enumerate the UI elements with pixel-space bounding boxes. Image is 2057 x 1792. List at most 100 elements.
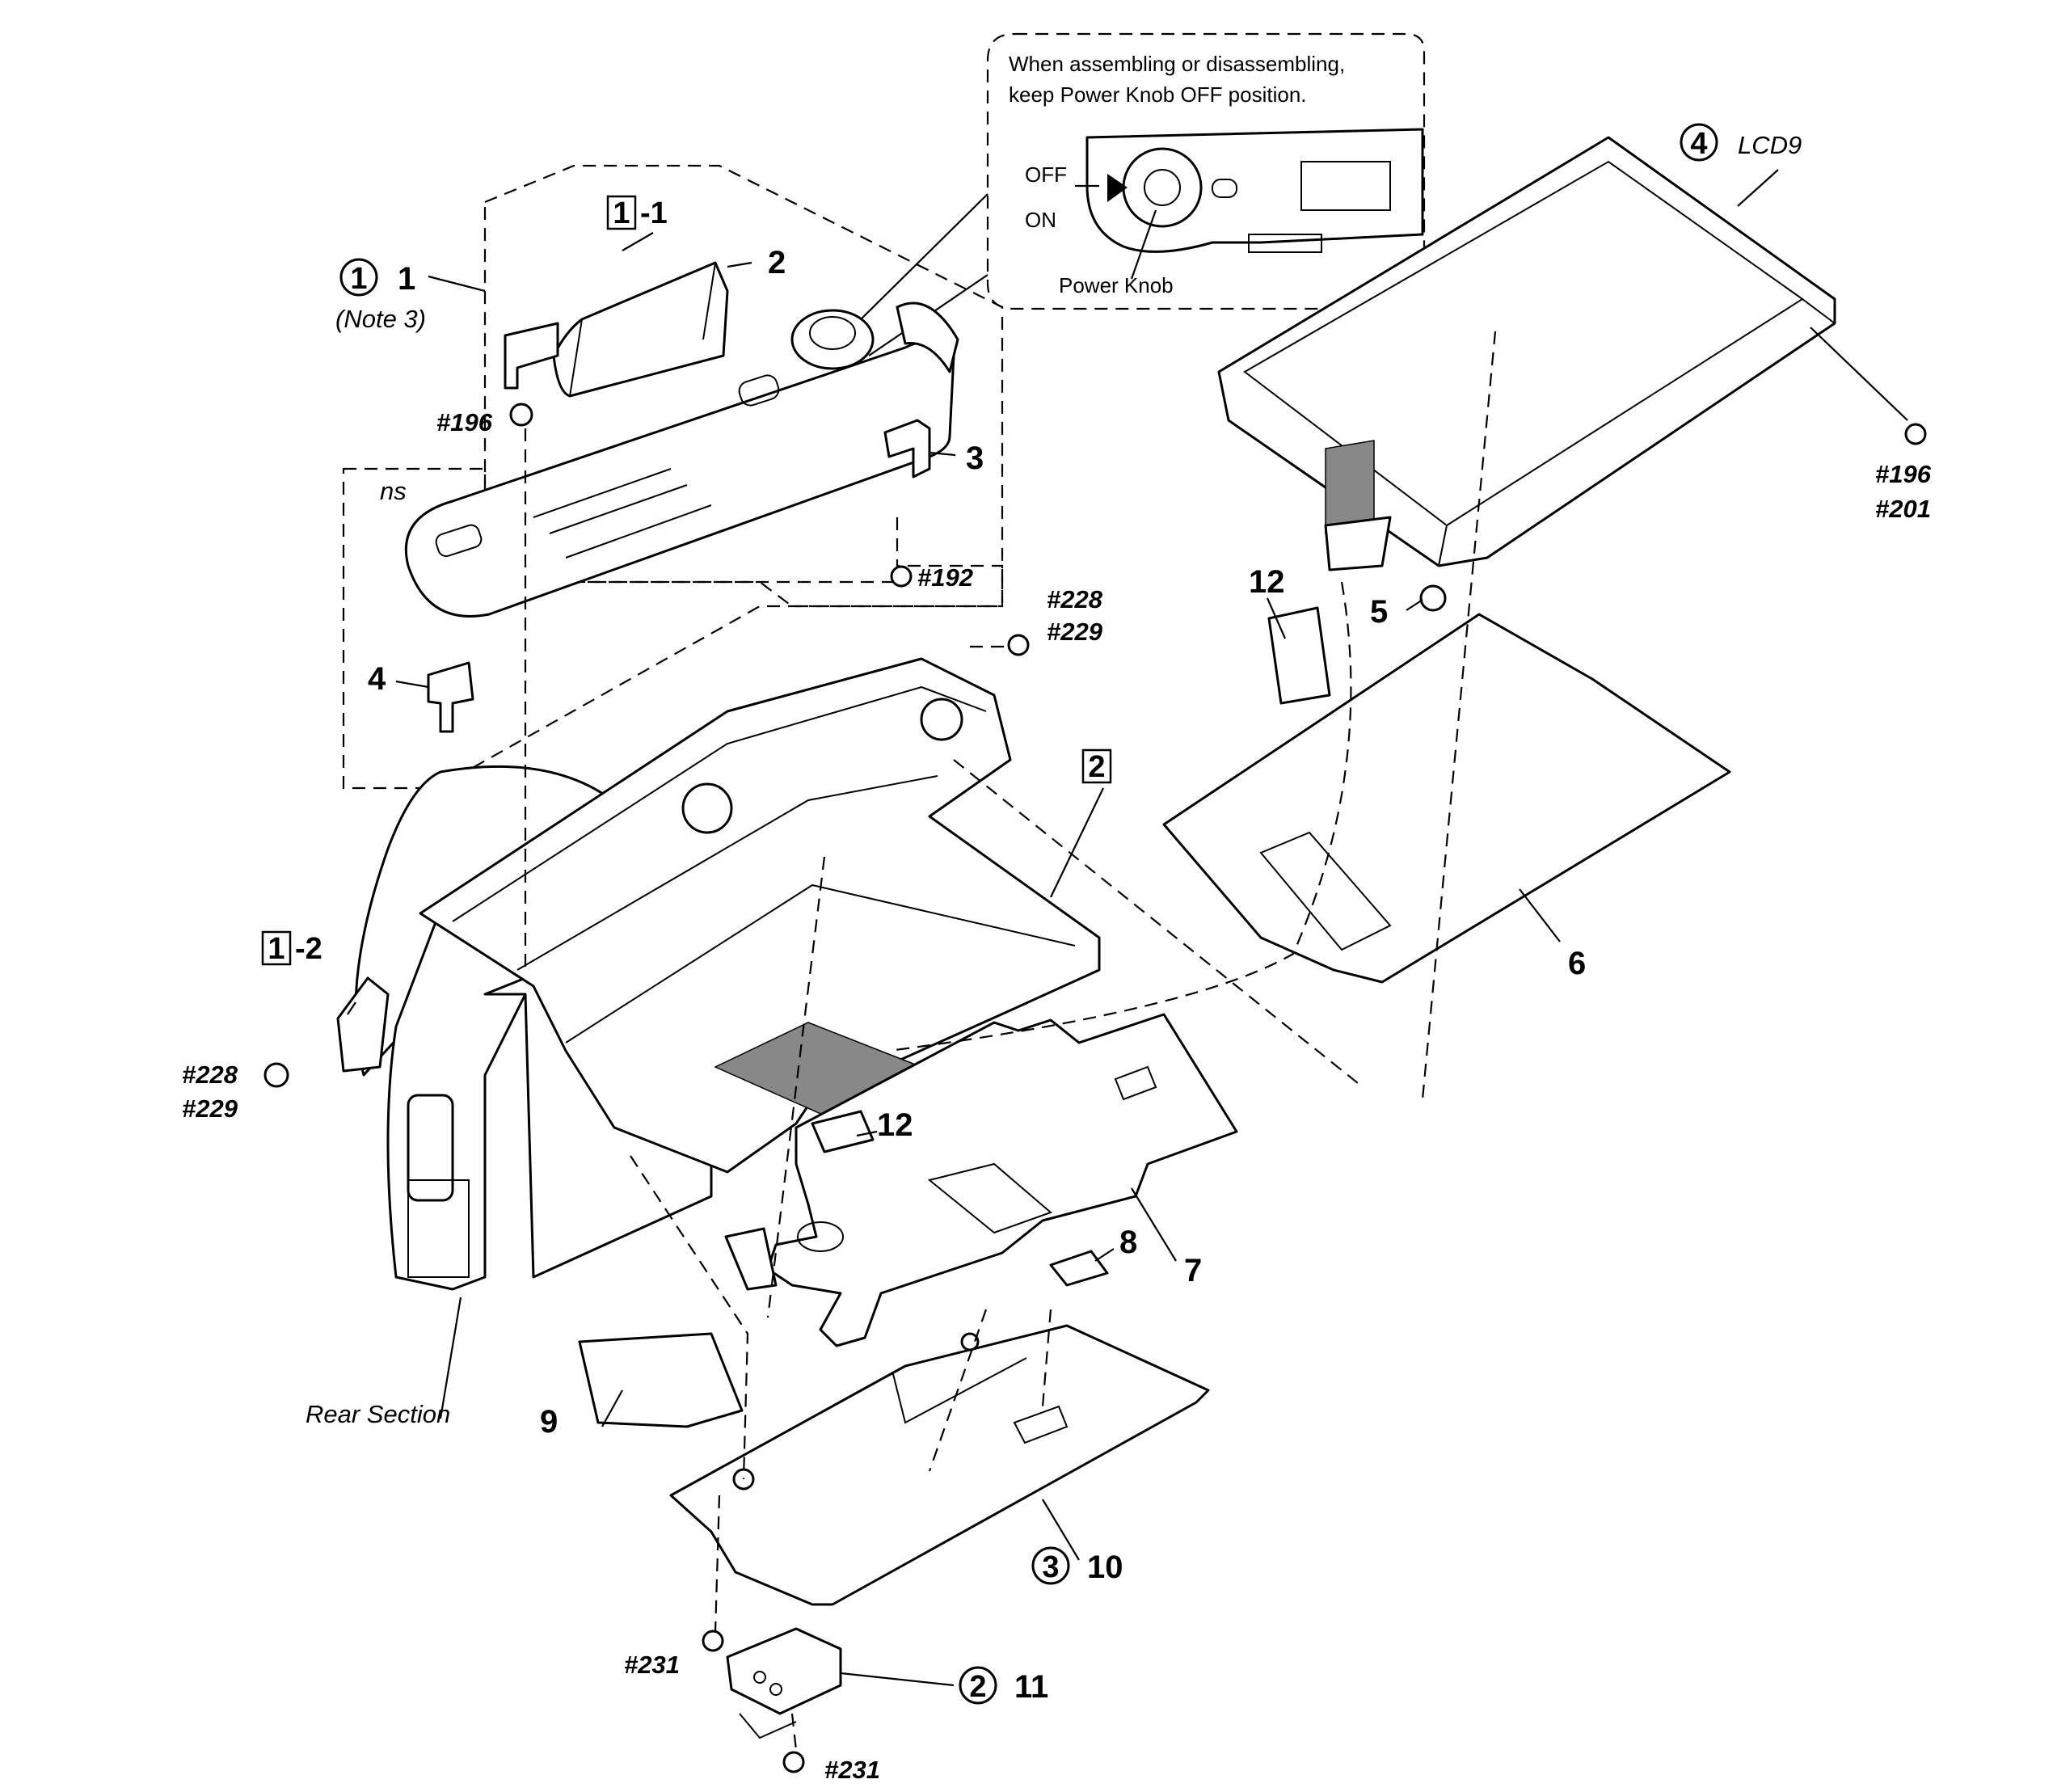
leader-8 [1094, 1248, 1115, 1262]
sheet-9 [578, 1332, 744, 1428]
on-label: ON [1025, 208, 1056, 232]
lcd-unit [1217, 136, 1836, 571]
leader-box-2 [1050, 787, 1104, 898]
part-2-label: 2 [768, 245, 786, 280]
part-5-label: 5 [1370, 594, 1388, 630]
screw-231-lower [782, 1751, 805, 1773]
screw-231-upper [702, 1630, 724, 1652]
leader-6 [1519, 888, 1561, 942]
leader-5 [1406, 599, 1423, 611]
step-3-label: 3 [1042, 1550, 1059, 1584]
plate-7-outline [766, 1013, 1238, 1347]
part-11-label: 11 [1014, 1669, 1048, 1705]
plate-7-slot [1114, 1065, 1157, 1101]
part-4-label: 4 [368, 661, 386, 697]
note-line-1: When assembling or disassembling, [1009, 52, 1345, 76]
plate-7-tab [724, 1227, 778, 1291]
step-circle-1 [339, 258, 378, 297]
guide-plate-1 [766, 856, 826, 1318]
top-cover [404, 339, 955, 618]
part-1-label: 1 [398, 261, 415, 297]
leader-2 [727, 261, 752, 268]
step-circle-4 [1680, 123, 1718, 162]
box-1-1 [606, 195, 637, 230]
part-9-label: 9 [540, 1404, 558, 1440]
top-dial-inner [809, 316, 856, 350]
box-1-1-suffix: -1 [640, 196, 668, 230]
screw-231-upper-label: #231 [624, 1651, 680, 1679]
plate-7 [724, 1013, 1238, 1347]
leader-rear [439, 1297, 462, 1419]
guide-screw-231-b [790, 1713, 798, 1751]
leader-12-lower [856, 1130, 878, 1137]
strap-lug [896, 301, 959, 373]
box-1-1-num: 1 [613, 196, 630, 230]
battery-door [407, 1179, 470, 1278]
box-1-2 [261, 930, 292, 966]
guide-screw-231 [714, 1495, 721, 1634]
sheet-8 [1049, 1250, 1109, 1287]
guide-plate-2 [928, 1309, 988, 1472]
part-8-label: 8 [1119, 1225, 1137, 1260]
leader-lcd [1737, 169, 1779, 207]
power-knob-note: When assembling or disassembling, keep P… [856, 32, 1426, 356]
sheet-6-tab [1259, 831, 1392, 951]
lcd-edges [1438, 298, 1836, 567]
knob-arrow-icon [1107, 174, 1128, 202]
screws [263, 403, 1927, 1773]
part-10-label: 10 [1087, 1550, 1123, 1585]
flash-door [552, 261, 729, 398]
frame-edge-2 [516, 775, 938, 971]
labels: 1 1 (Note 3) 1 -1 2 3 4 ns #196 #192 #22… [182, 123, 1932, 1784]
step-circle-3 [1031, 1546, 1070, 1585]
lcd-connector [1324, 516, 1392, 571]
screw-228-left-label: #228 [182, 1060, 238, 1089]
part-3-label: 3 [966, 441, 984, 476]
mode-switch [1212, 179, 1237, 198]
sheet-6 [1162, 613, 1731, 984]
bracket-4 [427, 661, 474, 733]
screw-229-left-label: #229 [182, 1094, 238, 1123]
power-knob-center [1144, 169, 1181, 206]
screw-192 [890, 565, 913, 588]
guide-lcd-1 [1421, 331, 1497, 1100]
flash-door-edges [569, 262, 716, 397]
note-border [986, 32, 1426, 310]
plate-10-bend [892, 1357, 1027, 1424]
plate-7-window [927, 1162, 1052, 1234]
screw-229-top-label: #229 [1047, 618, 1103, 646]
screw-196-top-label: #196 [436, 408, 493, 436]
leader-1-2 [347, 1001, 356, 1015]
leader-9 [601, 1389, 623, 1427]
box-1-2-suffix: -2 [295, 932, 322, 966]
guide-lcd-2 [953, 759, 1359, 1084]
leader-10 [1042, 1499, 1080, 1561]
box-2 [1081, 748, 1112, 784]
guide-sheet-8 [1041, 1309, 1052, 1407]
bracket-11 [726, 1627, 842, 1715]
plate-10 [669, 1324, 1210, 1606]
camera-body [336, 657, 1101, 1291]
plate-10-outline [669, 1324, 1210, 1606]
frame-screw-boss [920, 698, 963, 741]
frame-edge-3 [565, 883, 1076, 1044]
frame-edge-1 [452, 685, 987, 922]
part-12-upper-label: 12 [1249, 564, 1285, 600]
bracket-3 [883, 419, 931, 479]
leader-7 [1131, 1187, 1177, 1262]
top-dial [790, 309, 875, 370]
part-12-lower-label: 12 [877, 1107, 913, 1143]
step-2-label: 2 [969, 1670, 986, 1704]
plate-7-hole [797, 1221, 844, 1252]
screw-228-top-label: #228 [1047, 585, 1103, 613]
screw-201-label: #201 [1875, 495, 1931, 523]
leader-3 [929, 451, 956, 457]
leader-12-upper [1266, 597, 1287, 639]
step-circle-2 [959, 1666, 997, 1705]
step-1-label: 1 [350, 262, 367, 296]
leader-1 [428, 275, 486, 293]
guide-plate-3 [630, 1155, 749, 1480]
bracket-11-hole-2 [769, 1683, 782, 1696]
top-panel [1300, 161, 1391, 211]
